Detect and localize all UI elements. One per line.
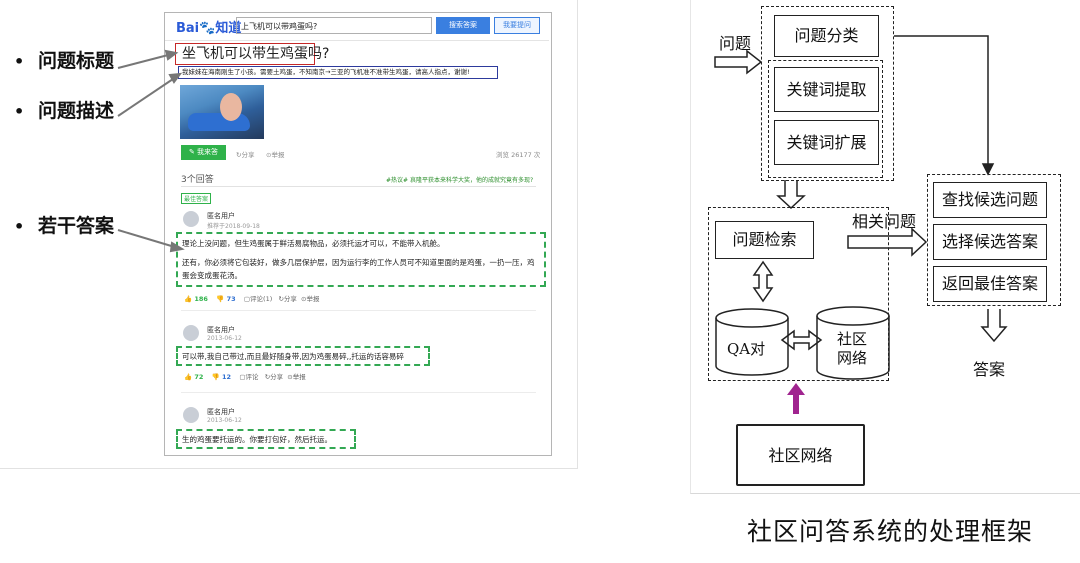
up-arrow-icon [787, 383, 805, 395]
annotation-question-desc: •问题描述 [14, 100, 115, 122]
thumbs-down-icon: 👎 [211, 373, 223, 381]
answer-button[interactable]: ✎ 我来答 [181, 145, 226, 160]
answer-date: 推荐于2018-09-18 [207, 223, 260, 230]
answer-selection-group [927, 174, 1061, 306]
pointer-desc [117, 76, 177, 117]
pointer-desc-head [168, 72, 183, 84]
community-db-label: 社区网络 [836, 330, 867, 367]
like-count[interactable]: 72 [194, 373, 204, 381]
answer-user: 匿名用户 [207, 212, 235, 220]
avatar [183, 325, 199, 341]
divider [165, 40, 549, 41]
comment-icon: ▢ [239, 373, 246, 381]
answer-date: 2013-06-12 [207, 417, 242, 424]
find-candidates-box: 查找候选问题 [933, 182, 1047, 218]
answer-line: 还有，你必须将它包装好，做多几层保护层，因为运行李的工作人员可不知道里面的是鸡蛋… [182, 258, 535, 280]
answer-actions: 👍 186 👎 73 ▢评论(1) ↻分享 ⊙举报 [184, 293, 320, 303]
return-best-box: 返回最佳答案 [933, 266, 1047, 302]
answer-user: 匿名用户 [207, 408, 235, 416]
arrowhead-icon [981, 163, 995, 176]
report-link[interactable]: 举报 [292, 373, 306, 381]
report-link[interactable]: 举报 [306, 295, 320, 303]
search-button[interactable]: 搜索答案 [436, 17, 490, 34]
share-icon: ↻ [264, 373, 271, 381]
share-link[interactable]: ↻分享 [236, 151, 255, 159]
share-icon: ↻ [236, 151, 242, 159]
annotation-answers: •若干答案 [14, 215, 115, 237]
diagram-panel [690, 0, 1080, 494]
answer-output-label: 答案 [973, 360, 1006, 379]
thumbs-up-icon: 👍 [184, 295, 195, 303]
question-input-label: 问题 [719, 34, 752, 53]
community-cylinder-icon [816, 316, 890, 380]
annotation-pointers [117, 49, 185, 253]
divider [181, 186, 536, 187]
qa-cylinder-icon [715, 318, 789, 376]
thumbs-down-icon: 👎 [216, 295, 227, 303]
view-count: 浏览 26177 次 [496, 151, 541, 159]
comment-icon: ▢ [243, 295, 251, 303]
dislike-count[interactable]: 12 [222, 373, 232, 381]
pointer-answers-head [169, 241, 185, 253]
promo-link[interactable]: #热议# 哀隆平获本来科学大奖，他的成就究竟有多现? [386, 177, 534, 184]
double-arrow-horizontal-icon [780, 329, 823, 351]
pointer-title-head [164, 49, 179, 61]
comment-link[interactable]: 评论 [245, 373, 259, 381]
classify-to-candidates-line [894, 35, 989, 166]
double-arrow-vertical-icon [752, 260, 774, 303]
answer-box-3: 生的鸡蛋要托运的。你要打包好，然后托运。 [176, 429, 356, 449]
answer-box-2: 可以带,我自己带过,而且最好随身带,因为鸡蛋易碎,,托运的话容易碎 [176, 346, 430, 366]
answer-line: 理论上没问题，但生鸡蛋属于鲜活易腐物品，必须托运才可以，不能带入机舱。 [182, 239, 445, 248]
keyword-expand-box: 关键词扩展 [774, 120, 879, 165]
report-icon: ⊙ [266, 151, 272, 159]
answer-actions: 👍 72 👎 12 ▢评论 ↻分享 ⊙举报 [184, 371, 306, 381]
keyword-group [768, 60, 883, 178]
comment-link[interactable]: 评论(1) [250, 295, 273, 303]
related-arrow-icon [847, 227, 928, 257]
input-arrow-icon [714, 49, 763, 75]
like-count[interactable]: 186 [194, 295, 208, 303]
keyword-extract-box: 关键词提取 [774, 67, 879, 112]
search-input[interactable]: 上飞机可以带鸡蛋吗? [236, 17, 432, 34]
baidu-zhidao-logo: Bai🐾知道 [176, 21, 242, 36]
retrieval-group [708, 207, 889, 381]
annotation-question-title: •问题标题 [14, 50, 115, 72]
ask-button[interactable]: 我要提问 [494, 17, 540, 34]
community-arrow [787, 383, 805, 414]
answer-user: 匿名用户 [207, 326, 235, 334]
best-answer-badge: 最佳答案 [181, 193, 212, 204]
share-icon: ↻ [278, 295, 284, 303]
report-link[interactable]: ⊙举报 [266, 151, 285, 159]
avatar [183, 211, 199, 227]
pointer-title [117, 53, 173, 69]
related-questions-label: 相关问题 [852, 212, 917, 231]
divider [181, 392, 536, 393]
share-link[interactable]: 分享 [283, 295, 297, 303]
thumbs-up-icon: 👍 [184, 373, 195, 381]
avatar [183, 407, 199, 423]
select-answers-box: 选择候选答案 [933, 224, 1047, 260]
question-analysis-group [761, 6, 894, 181]
question-description: 我妹妹在海南刚生了小孩。需要土鸡蛋，不知南京→三亚的飞机准不准带生鸡蛋，请高人指… [178, 66, 498, 79]
report-icon: ⊙ [287, 373, 293, 381]
pointer-answers [117, 229, 179, 249]
divider [181, 310, 536, 311]
retrieval-box: 问题检索 [715, 221, 814, 259]
answer-arrow-icon [980, 309, 1008, 343]
answer-count: 3个回答 [181, 175, 214, 185]
answer-date: 2013-06-12 [207, 335, 242, 342]
answer-box-1: 理论上没问题，但生鸡蛋属于鲜活易腐物品，必须托运才可以，不能带入机舱。 还有，你… [176, 232, 546, 287]
dislike-count[interactable]: 73 [226, 295, 236, 303]
report-icon: ⊙ [301, 295, 307, 303]
classify-box: 问题分类 [774, 15, 879, 57]
diagram-graphics [714, 35, 1008, 414]
qa-pairs-label: QA对 [727, 340, 766, 358]
share-link[interactable]: 分享 [270, 373, 284, 381]
diagram-caption: 社区问答系统的处理框架 [746, 517, 1033, 546]
community-network-box: 社区网络 [736, 424, 865, 486]
down-arrow-icon [776, 180, 806, 210]
question-image [180, 85, 264, 139]
